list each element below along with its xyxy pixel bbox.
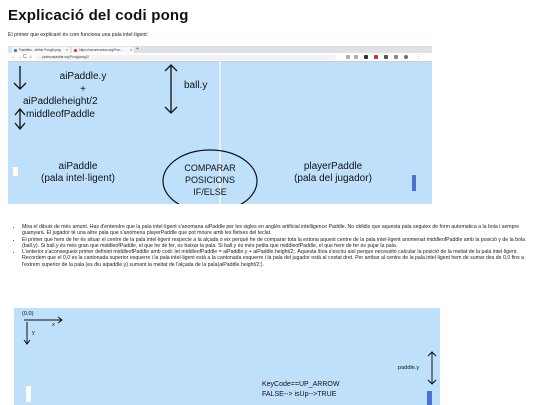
ai-paddle-label: aiPaddle [58,161,98,172]
favicon-icon [74,48,77,52]
avatar[interactable] [404,55,408,59]
list-item: Mira el dibuix de més amunt. Has d'enten… [22,224,540,236]
back-icon[interactable]: ← [11,54,16,60]
pong-canvas: aiPaddle.y + aiPaddleheight/2 middleofPa… [8,61,432,204]
formula-line-4: middleofPaddle [26,109,95,120]
forward-icon[interactable]: → [17,54,22,60]
menu-icon[interactable]: ⋮ [416,54,421,60]
compare-label: COMPARAR [184,163,236,173]
list-item: El primer que hem de fer és situar el ce… [22,237,540,249]
ai-paddle [13,167,18,176]
flow-line: FALSE--> isUp-->TRUE [262,390,337,398]
reload-icon[interactable]: C [23,54,27,60]
arrow-head [427,351,437,357]
arrow-head [14,107,26,116]
compare-ellipse [162,149,258,204]
explanation-list: Mira el dibuix de més amunt. Has d'enten… [14,224,540,268]
close-icon[interactable]: × [65,48,68,52]
arrow-head [164,64,178,72]
sidebar-icon[interactable] [394,55,398,59]
arrow-head [57,316,63,324]
formula-line-2: + [80,84,86,95]
arrow-head [23,339,31,345]
paddle-y-label: paddle.y [398,365,420,371]
coordinate-arrows [23,316,437,385]
browser-tab-2[interactable]: https://ocenrecursos.org/Pon… × [72,47,134,53]
origin-label: (0,0) [22,311,34,317]
arrow-head [427,379,437,385]
address-bar[interactable]: juuriecasaubte.org/Pong/pong2/ [36,54,336,60]
player-paddle [427,391,432,405]
compare-label: POSICIONS [184,175,235,185]
arrow-head [14,122,26,131]
formula-line-1: aiPaddle.y [59,71,107,82]
home-icon[interactable]: ⌂ [29,54,33,60]
intro-text: El primer que explicaré és com funciona … [8,32,149,38]
player-paddle-label: playerPaddle [303,161,363,172]
arrow-head [13,82,27,90]
favicon-icon [14,48,17,52]
keycode-text: KeyCode==UP_ARROW FALSE--> isUp-->TRUE [262,380,339,399]
share-icon[interactable] [346,55,350,59]
ball-y-label: ball.y [184,80,208,91]
browser-tab-strip: Faculties - definir PongAi.png × https:/… [8,46,432,53]
keycode-line: KeyCode==UP_ARROW [262,381,340,388]
extension-icon[interactable] [374,55,378,59]
extension-icon[interactable] [364,55,368,59]
arrow-head [164,106,178,114]
new-tab-button[interactable]: + [136,46,139,52]
diagram-screenshot: Faculties - definir PongAi.png × https:/… [8,46,432,204]
ai-paddle [26,386,31,402]
x-label: x [52,322,55,328]
star-icon[interactable] [354,55,358,59]
player-paddle [412,175,416,191]
ai-paddle-sublabel: (pala intel·ligent) [41,173,115,184]
browser-tab-1[interactable]: Faculties - definir PongAi.png × [12,47,70,53]
list-item: L'anterior s'aconsegueix primer definint… [22,249,540,267]
page-title: Explicació del codi pong [8,7,189,24]
browser-tab-label: https://ocenrecursos.org/Pon… [79,48,123,52]
browser-tab-label: Faculties - definir PongAi.png [19,48,61,52]
diagram-arrows [13,61,258,204]
coordinates-screenshot: (0,0) x y paddle.y KeyCode==UP_ARROW FAL… [14,308,440,405]
formula-line-3: aiPaddleheight/2 [23,96,98,107]
y-label: y [32,330,35,336]
close-icon[interactable]: × [129,48,132,52]
compare-label: IF/ELSE [193,187,227,197]
player-paddle-sublabel: (pala del jugador) [294,173,372,184]
extensions-icon[interactable] [384,55,388,59]
